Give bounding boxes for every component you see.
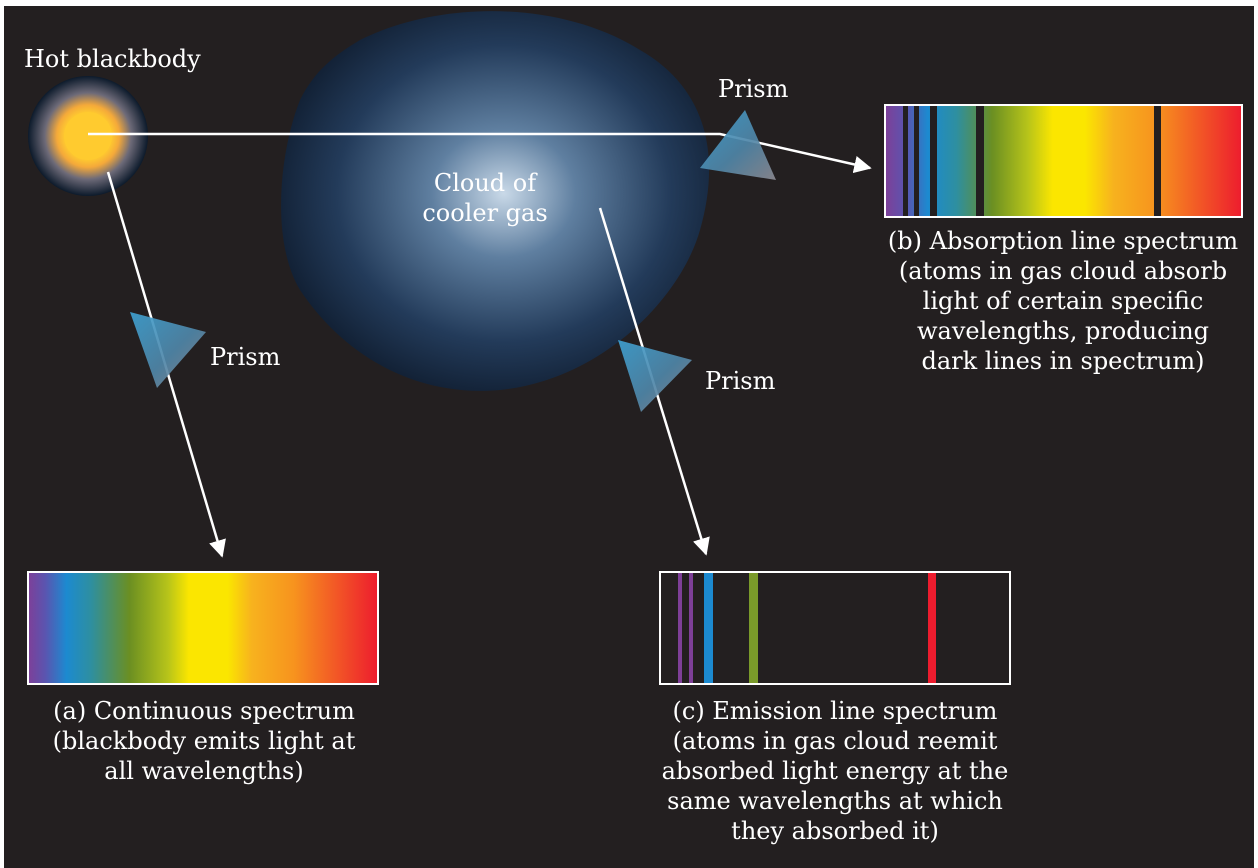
emission-line-violet-2 <box>689 573 693 683</box>
absorption-line-green <box>976 106 984 216</box>
absorption-line-blue-2 <box>930 106 937 216</box>
label-prism-left: Prism <box>210 343 281 371</box>
caption-continuous-line-1: (a) Continuous spectrum <box>53 697 355 725</box>
label-prism-top: Prism <box>718 75 789 103</box>
caption-emission-line-4: same wavelengths at which <box>667 787 1003 815</box>
emission-line-red <box>928 573 936 683</box>
caption-emission: (c) Emission line spectrum (atoms in gas… <box>640 696 1030 846</box>
ray-to-absorption <box>88 132 872 174</box>
prism-left <box>130 312 206 388</box>
label-prism-mid: Prism <box>705 367 776 395</box>
prism-mid <box>618 340 692 412</box>
caption-continuous-line-2: (blackbody emits light at <box>52 727 356 755</box>
emission-line-green <box>749 573 758 683</box>
label-hot-blackbody: Hot blackbody <box>24 45 201 73</box>
caption-continuous-line-3: all wavelengths) <box>104 757 304 785</box>
absorption-spectrum-bar <box>884 104 1243 218</box>
caption-continuous: (a) Continuous spectrum (blackbody emits… <box>20 696 388 786</box>
continuous-spectrum-bar <box>27 571 379 685</box>
caption-absorption: (b) Absorption line spectrum (atoms in g… <box>868 226 1258 376</box>
emission-line-violet <box>678 573 682 683</box>
label-cloud-line-1: Cloud of <box>433 169 537 197</box>
absorption-line-blue <box>914 106 919 216</box>
caption-emission-line-1: (c) Emission line spectrum <box>672 697 998 725</box>
absorption-line-violet <box>903 106 908 216</box>
label-cloud-line-2: cooler gas <box>422 199 548 227</box>
emission-spectrum-bar <box>659 571 1011 685</box>
absorption-line-red <box>1154 106 1161 216</box>
caption-absorption-line-5: dark lines in spectrum) <box>921 347 1205 375</box>
label-cloud: Cloud of cooler gas <box>410 168 560 228</box>
caption-absorption-line-2: (atoms in gas cloud absorb <box>898 257 1228 285</box>
star-core <box>64 112 112 160</box>
caption-absorption-line-3: light of certain specific <box>922 287 1204 315</box>
caption-emission-line-2: (atoms in gas cloud reemit <box>672 727 998 755</box>
caption-absorption-line-4: wavelengths, producing <box>916 317 1210 345</box>
gas-cloud <box>281 11 710 391</box>
caption-absorption-line-1: (b) Absorption line spectrum <box>887 227 1239 255</box>
prism-top <box>700 110 776 180</box>
emission-line-blue <box>704 573 713 683</box>
caption-emission-line-3: absorbed light energy at the <box>661 757 1009 785</box>
caption-emission-line-5: they absorbed it) <box>731 817 939 845</box>
